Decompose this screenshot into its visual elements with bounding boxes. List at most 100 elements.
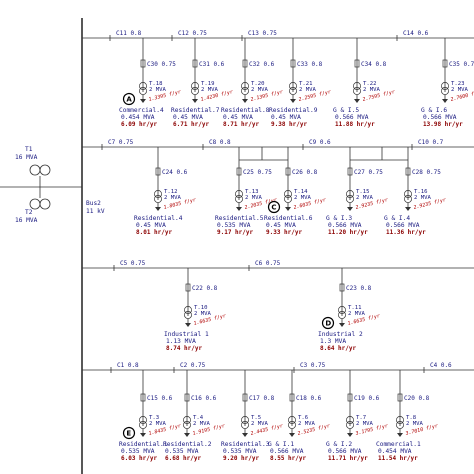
source-transformer-t2[interactable]: T2 16 MVA	[15, 198, 51, 224]
transformer-rating: 2 MVA	[299, 87, 316, 93]
breaker-symbol	[354, 59, 360, 68]
load-mva: 0.45 MVA	[136, 222, 166, 229]
marker-letter: E	[126, 430, 131, 438]
breaker-symbol	[184, 393, 190, 402]
load-mva: 0.535 MVA	[223, 448, 257, 455]
transformer-symbol	[338, 311, 346, 319]
load-outage-hours: 11.88 hr/yr	[335, 121, 375, 128]
feeder-cable-label: C14 0.6	[403, 30, 429, 37]
transformer-name: T.16	[414, 189, 427, 195]
load-arrow-icon	[155, 207, 161, 211]
transformer-symbol	[154, 190, 162, 198]
load-name: G & I.1	[268, 441, 294, 448]
load-arrow-icon	[236, 207, 242, 211]
branch-cable-label: C32 0.6	[249, 61, 275, 68]
bus-name: Bus2	[86, 200, 101, 207]
breaker-symbol	[405, 167, 411, 176]
transformer-symbol	[346, 190, 354, 198]
transformer-name: T.15	[356, 189, 369, 195]
load-name: Residential.6	[264, 215, 313, 222]
load-mva: 0.454 MVA	[378, 448, 412, 455]
transformer-symbol	[404, 195, 412, 203]
transformer-symbol	[353, 87, 361, 95]
load-name: Industrial 1	[164, 331, 209, 338]
transformer-symbol	[241, 416, 249, 424]
branch-cable-label: C34 0.8	[361, 61, 387, 68]
load-outage-hours: 8.64 hr/yr	[320, 345, 357, 352]
transformer-name: T.14	[294, 189, 308, 195]
transformer-rating: 2 MVA	[348, 311, 365, 317]
transformer-name: T.8	[406, 415, 417, 421]
transformer-symbol	[289, 87, 297, 95]
source-transformer-t1[interactable]: T1 16 MVA	[15, 146, 51, 176]
load-outage-hours: 9.38 hr/yr	[271, 121, 308, 128]
transformer-symbol	[441, 87, 449, 95]
transformer-name: T.12	[164, 189, 177, 195]
feeder-cable-label: C13 0.75	[248, 30, 277, 37]
load-outage-hours: 6.09 hr/yr	[121, 121, 158, 128]
load-mva: 0.45 MVA	[173, 114, 203, 121]
marker-badge: C	[267, 200, 281, 214]
breaker-symbol	[140, 393, 146, 402]
load-outage-hours: 8.01 hr/yr	[136, 229, 173, 236]
breaker-symbol	[442, 59, 448, 68]
transformer-symbol	[241, 87, 249, 95]
marker-letter: A	[126, 96, 132, 104]
transformer-symbol	[396, 421, 404, 429]
branch-cable-label: C33 0.8	[297, 61, 323, 68]
feeder-cable-label: C6 0.75	[255, 260, 281, 267]
transformer-name: T.20	[251, 81, 264, 87]
transformer-symbol	[154, 195, 162, 203]
load-mva: 0.566 MVA	[328, 222, 362, 229]
transformer-name: T.23	[451, 81, 464, 87]
load-mva: 0.566 MVA	[386, 222, 420, 229]
load-outage-hours: 11.36 hr/yr	[386, 229, 426, 236]
transformer-rating: 2 MVA	[251, 421, 268, 427]
breaker-symbol	[155, 167, 161, 176]
transformer-rating: 2 MVA	[356, 195, 373, 201]
transformer-rating: 2 MVA	[149, 87, 166, 93]
transformer-name: T.5	[251, 415, 261, 421]
feeder-cable-label: C10 0.7	[418, 139, 444, 146]
branch-cable-label: C17 0.8	[249, 395, 275, 402]
transformer-symbol	[139, 87, 147, 95]
load-arrow-icon	[192, 99, 198, 103]
transformer-name: T.6	[298, 415, 308, 421]
transformer-symbol	[235, 190, 243, 198]
transformer-name: T.11	[348, 305, 361, 311]
branch-cable-label: C35 0.7	[449, 61, 474, 68]
load-arrow-icon	[405, 207, 411, 211]
transformer-rating: 2 MVA	[406, 421, 423, 427]
load-name: Residential.5	[215, 215, 264, 222]
transformer-rating: 2 MVA	[251, 87, 268, 93]
feeder-cable-label: C8 0.8	[209, 139, 231, 146]
transformer-symbol	[396, 416, 404, 424]
branch-cable-label: C19 0.6	[354, 395, 380, 402]
branch-cable-label: C16 0.6	[191, 395, 217, 402]
load-mva: 0.45 MVA	[271, 114, 301, 121]
breaker-symbol	[185, 283, 191, 292]
branch-cable-label: C27 0.75	[354, 169, 383, 176]
load-outage-hours: 6.71 hr/yr	[173, 121, 210, 128]
transformer-symbol	[346, 416, 354, 424]
load-arrow-icon	[185, 323, 191, 327]
load-name: Residential.1	[119, 441, 168, 448]
load-outage-hours: 9.17 hr/yr	[217, 229, 254, 236]
marker-badge: D	[321, 316, 335, 330]
breaker-symbol	[285, 167, 291, 176]
